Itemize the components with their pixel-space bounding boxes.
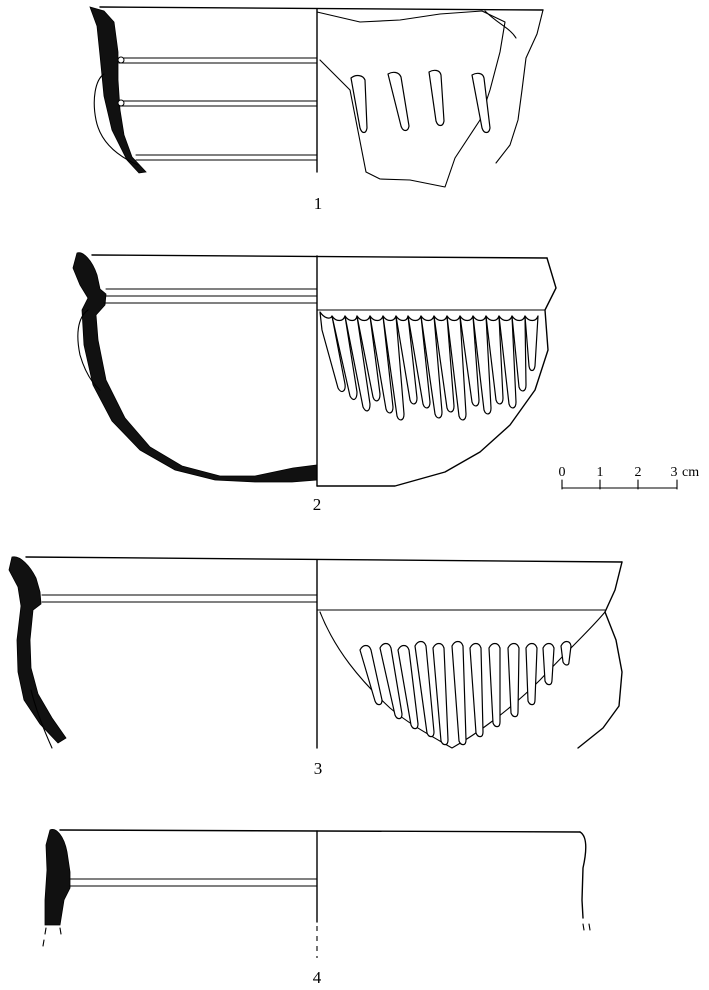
vessel-3-exterior — [577, 561, 623, 749]
vessel-1-section — [89, 6, 147, 174]
figure-label-4: 4 — [313, 968, 322, 987]
scale-label-2: 2 — [635, 465, 642, 480]
scale-bar: 0 1 2 3 cm — [559, 465, 699, 490]
vessel-2-bands — [103, 288, 546, 311]
vessel-1-bands — [117, 56, 318, 161]
vessel-1: 1 — [89, 6, 544, 213]
vessel-4-exterior — [579, 831, 587, 919]
vessel-3-outline — [30, 689, 53, 749]
vessel-2: 2 — [72, 252, 557, 514]
vessel-3-section — [8, 556, 67, 744]
vessel-4-broken-edge-right — [582, 923, 591, 931]
vessel-4-section — [44, 829, 71, 926]
vessel-3: 3 — [8, 556, 623, 778]
scale-label-3: 3 — [671, 465, 678, 480]
vessel-4-broken-edge — [42, 927, 62, 947]
vessel-4-bands — [69, 878, 318, 887]
vessel-2-section — [72, 252, 318, 483]
vessel-3-flutes — [359, 640, 572, 746]
vessel-3-rim — [25, 556, 623, 563]
figure-label-2: 2 — [313, 495, 322, 514]
vessel-4: 4 — [42, 829, 591, 987]
figure-label-1: 1 — [314, 194, 323, 213]
vessel-1-outline — [93, 73, 139, 166]
vessel-1-rim — [99, 6, 544, 11]
scale-label-0: 0 — [559, 465, 566, 480]
vessel-3-bands — [41, 594, 606, 611]
vessel-1-flutes — [350, 69, 491, 134]
vessel-1-exterior — [495, 9, 544, 164]
scale-label-1: 1 — [597, 465, 604, 480]
vessel-2-rim — [91, 254, 548, 259]
figure-label-3: 3 — [314, 759, 323, 778]
vessel-2-exterior — [316, 257, 557, 487]
vessel-2-flutes — [319, 311, 539, 421]
vessel-2-outline — [77, 309, 101, 391]
vessel-4-rim — [59, 829, 581, 833]
scale-unit: cm — [682, 465, 699, 480]
